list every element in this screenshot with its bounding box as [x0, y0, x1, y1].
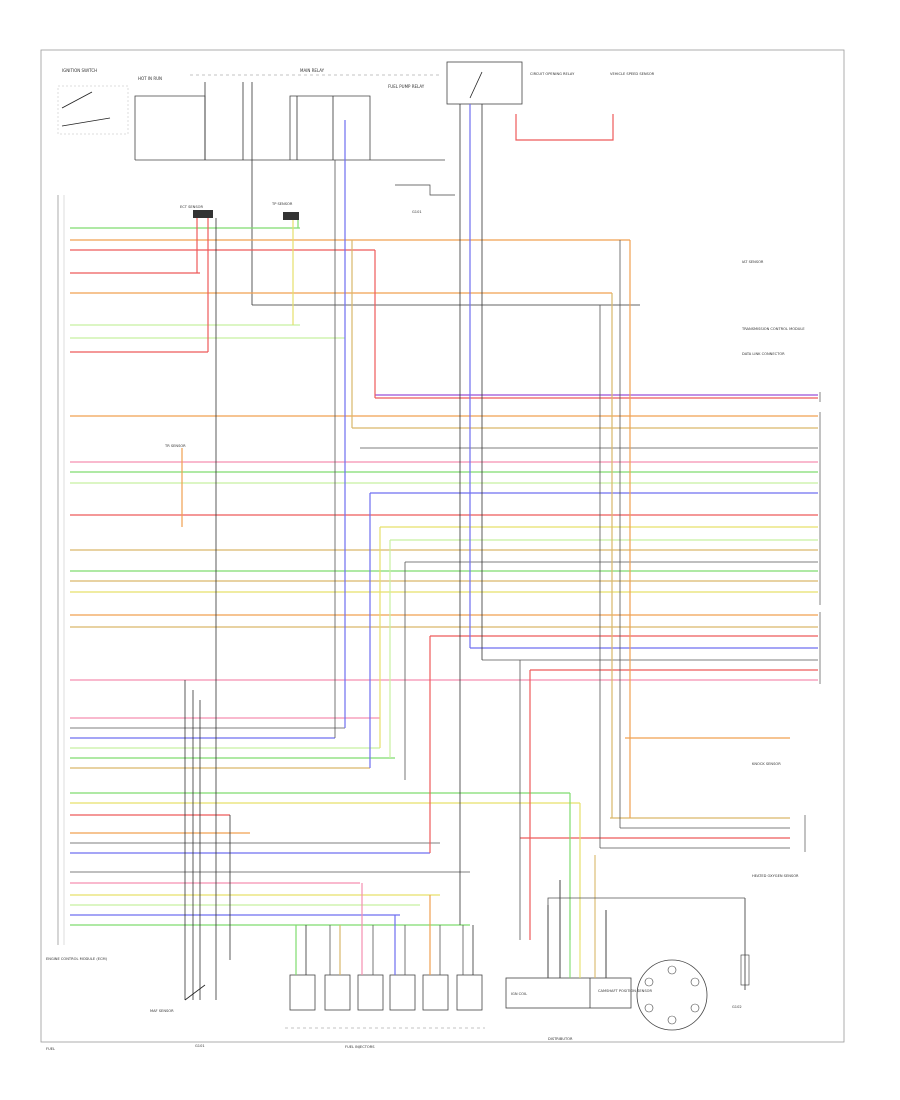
ignition-switch-contact-2	[61, 117, 111, 127]
right-ground-box	[740, 954, 750, 986]
right-ground-label: G102	[732, 1005, 742, 1009]
relay-box-2	[289, 95, 371, 160]
camshaft-sensor-terminals	[644, 965, 700, 1025]
coolant-sensor-connector	[193, 210, 213, 218]
distributor-feed-wires	[547, 855, 607, 978]
fuel-injector-group	[289, 974, 483, 1011]
ground-top-wire	[395, 184, 455, 196]
corner-label: FUEL	[46, 1047, 55, 1051]
fuel-injectors-label: FUEL INJECTORS	[345, 1045, 375, 1049]
distributor-top-wire	[547, 897, 745, 910]
fuel-pump-relay-label: FUEL PUMP RELAY	[388, 84, 425, 89]
injector-feed-wires	[295, 883, 474, 975]
tr-sensor-label: TR SENSOR	[164, 444, 186, 448]
camshaft-sensor-cap	[636, 959, 708, 1031]
wire-red-loop	[515, 114, 614, 141]
right-label-ho2s: HEATED OXYGEN SENSOR	[752, 874, 799, 878]
ground-top-label: G101	[412, 210, 422, 214]
ecm-caption: ENGINE CONTROL MODULE (ECM)	[46, 957, 108, 961]
vehicle-speed-sensor-label: VEHICLE SPEED SENSOR	[610, 72, 655, 76]
distributor-box	[505, 977, 632, 1009]
vertical-wire-bus	[181, 104, 746, 1000]
ignition-switch-box	[57, 85, 129, 135]
left-ground-label: G101	[195, 1044, 205, 1048]
right-label-tcm: TRANSMISSION CONTROL MODULE	[741, 327, 805, 331]
throttle-sensor-connector	[283, 212, 299, 220]
camshaft-sensor-label: CAMSHAFT POSITION SENSOR	[598, 989, 652, 993]
maf-sensor-switch	[184, 984, 206, 1001]
diagram-border	[40, 49, 845, 1043]
ignition-switch-contact	[61, 91, 93, 109]
throttle-sensor-label: TP SENSOR	[271, 202, 293, 206]
horizontal-wire-bus	[70, 227, 818, 926]
main-relay-label: MAIN RELAY	[300, 68, 325, 73]
maf-sensor-label: MAF SENSOR	[150, 1009, 174, 1013]
ignition-switch-label: IGNITION SWITCH	[62, 68, 97, 73]
fuel-pump-relay-switch	[469, 71, 483, 99]
fuse-relay-label: HOT IN RUN	[138, 76, 162, 81]
ign-coil-label: IGN COIL	[511, 992, 527, 996]
right-label-knock: KNOCK SENSOR	[752, 762, 781, 766]
right-label-dlc: DATA LINK CONNECTOR	[742, 352, 785, 356]
relay-box-1	[134, 95, 206, 160]
fuel-pump-relay-box	[446, 61, 523, 105]
right-label-iat: IAT SENSOR	[742, 260, 764, 264]
circuit-opening-relay-label: CIRCUIT OPENING RELAY	[530, 72, 575, 76]
coolant-sensor-label: ECT SENSOR	[180, 205, 203, 209]
distributor-label: DISTRIBUTOR	[548, 1037, 573, 1041]
